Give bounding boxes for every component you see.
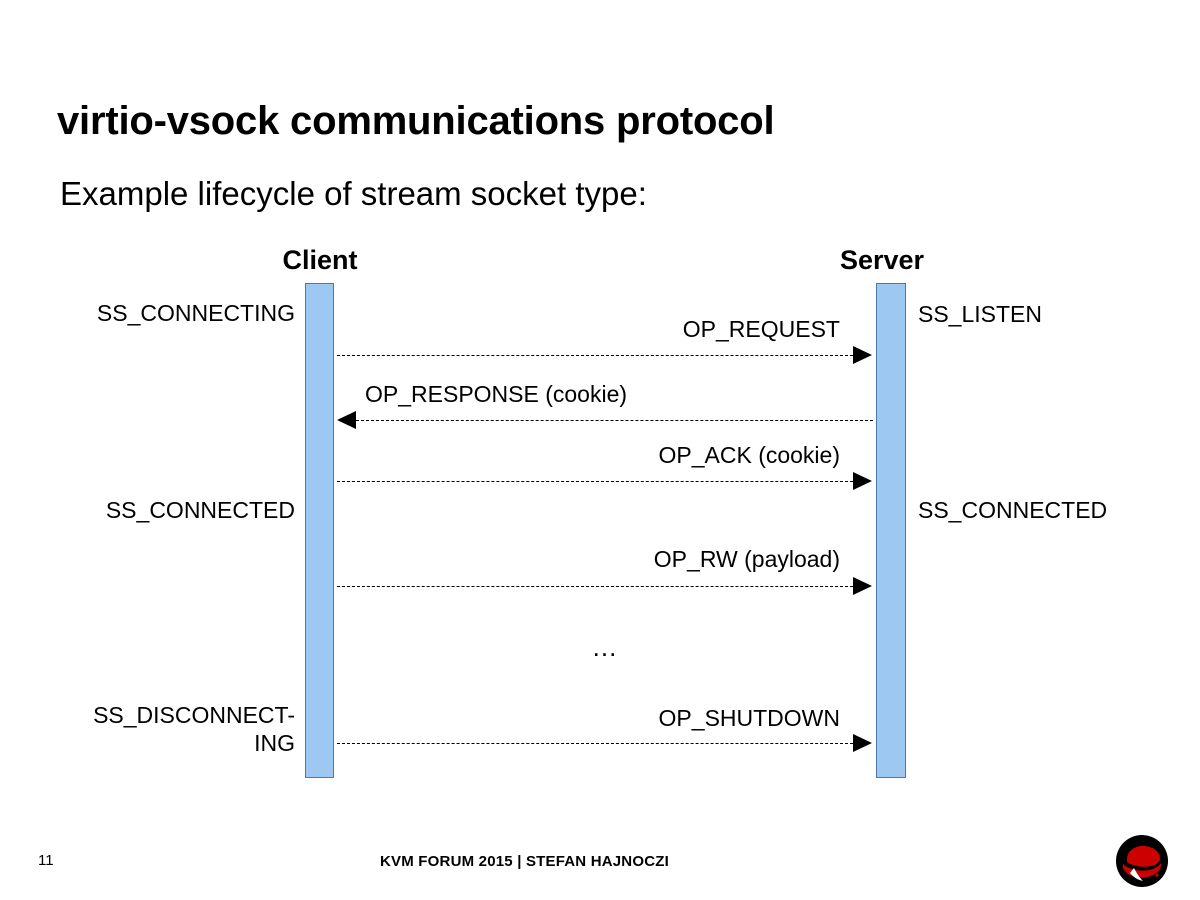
continuation-ellipsis: ... [592, 632, 618, 662]
actor-heading-client: Client [282, 245, 358, 275]
actor-heading-server: Server [839, 245, 925, 275]
message-label-op-request: OP_REQUEST [682, 316, 840, 342]
arrow-head-left-icon-op-response [337, 411, 356, 429]
message-line-op-ack [337, 481, 853, 482]
message-line-op-request [337, 355, 853, 356]
state-label-client-connected: SS_CONNECTED [105, 497, 295, 523]
state-label-client-connecting: SS_CONNECTING [96, 300, 295, 326]
message-line-op-shutdown [337, 743, 853, 744]
message-label-op-shutdown: OP_SHUTDOWN [658, 705, 840, 731]
footer-credit: KVM FORUM 2015 | STEFAN HAJNOCZI [380, 853, 669, 870]
state-label-server-listen: SS_LISTEN [918, 301, 1042, 327]
red-hat-shadowman-logo [1110, 833, 1174, 889]
lifeline-bar-server [876, 283, 906, 778]
arrow-head-right-icon-op-shutdown [853, 734, 872, 752]
message-label-op-rw: OP_RW (payload) [653, 546, 840, 572]
sequence-diagram: Client Server SS_CONNECTING SS_CONNECTED… [93, 245, 1108, 778]
message-label-op-ack: OP_ACK (cookie) [658, 442, 840, 468]
arrow-head-right-icon-op-ack [853, 472, 872, 490]
arrow-head-right-icon-op-rw [853, 577, 872, 595]
page-title: virtio-vsock communications protocol [57, 98, 775, 143]
message-line-op-response [356, 420, 873, 421]
state-label-server-connected: SS_CONNECTED [918, 497, 1108, 523]
footer-page-number: 11 [38, 852, 54, 869]
state-label-client-disconnecting: SS_DISCONNECT- ING [93, 702, 295, 757]
arrow-head-right-icon-op-request [853, 346, 872, 364]
message-label-op-response: OP_RESPONSE (cookie) [365, 381, 628, 407]
page-subtitle: Example lifecycle of stream socket type: [60, 175, 647, 213]
lifeline-bar-client [305, 283, 334, 778]
message-line-op-rw [337, 586, 853, 587]
